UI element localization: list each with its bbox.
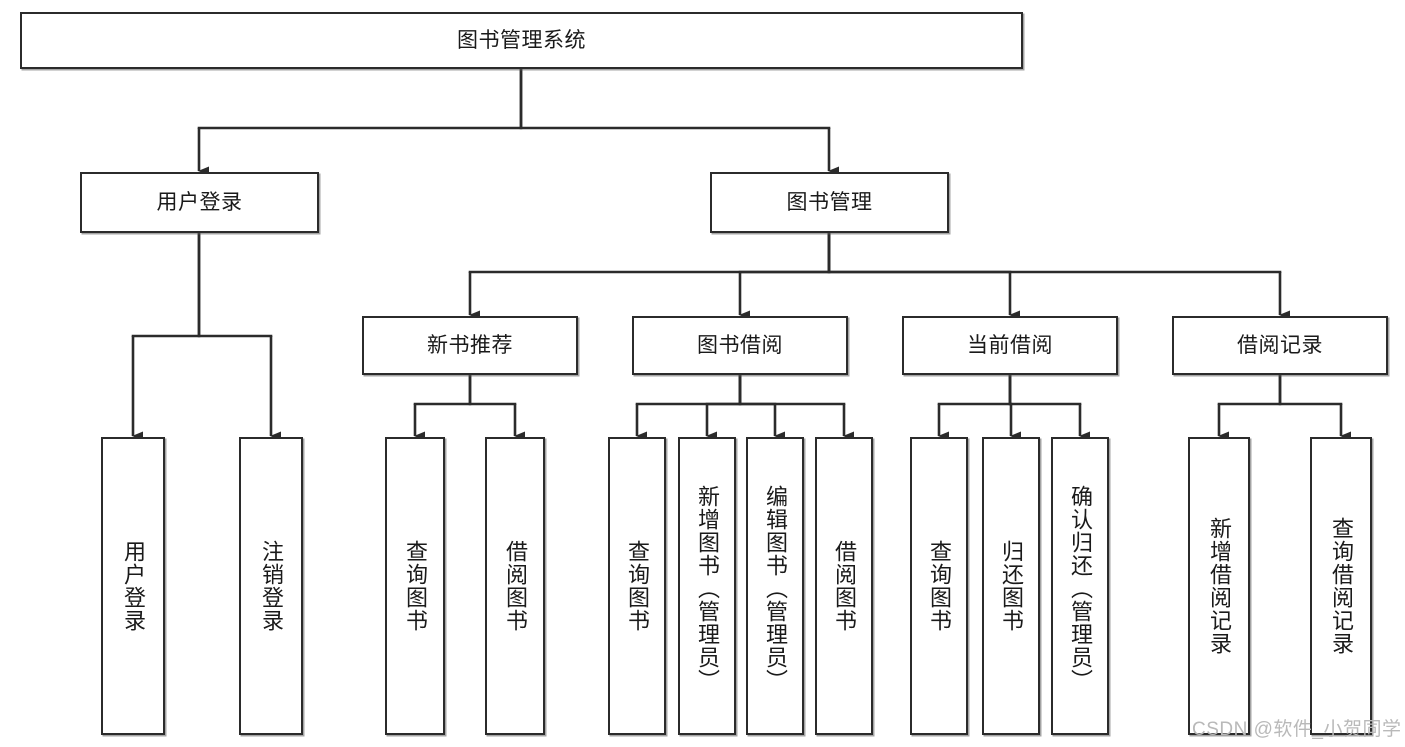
node-new-book-recommend[interactable]: 新书推荐 [362, 316, 578, 375]
node-label: 查询借阅记录 [1328, 517, 1354, 655]
node-label: 新增图书（管理员） [694, 484, 720, 692]
node-label: 图书管理系统 [457, 28, 586, 52]
node-leaf-query-record[interactable]: 查询借阅记录 [1310, 437, 1372, 735]
node-leaf-confirm-return[interactable]: 确认归还（管理员） [1051, 437, 1109, 735]
node-label: 确认归还（管理员） [1067, 484, 1093, 692]
node-leaf-user-login[interactable]: 用户登录 [101, 437, 165, 735]
node-leaf-add-book[interactable]: 新增图书（管理员） [678, 437, 736, 735]
node-label: 新增借阅记录 [1206, 517, 1232, 655]
node-label: 新书推荐 [427, 333, 513, 357]
node-book-manage[interactable]: 图书管理 [710, 172, 949, 233]
node-leaf-logout[interactable]: 注销登录 [239, 437, 303, 735]
node-label: 查询图书 [926, 540, 952, 632]
node-book-borrow[interactable]: 图书借阅 [632, 316, 848, 375]
node-label: 注销登录 [258, 540, 284, 632]
node-leaf-return-book[interactable]: 归还图书 [982, 437, 1040, 735]
node-user-login[interactable]: 用户登录 [80, 172, 319, 233]
node-leaf-borrow-book-2[interactable]: 借阅图书 [815, 437, 873, 735]
node-root[interactable]: 图书管理系统 [20, 12, 1023, 69]
node-label: 查询图书 [402, 540, 428, 632]
node-label: 归还图书 [998, 540, 1024, 632]
node-label: 借阅图书 [831, 540, 857, 632]
node-current-borrow[interactable]: 当前借阅 [902, 316, 1118, 375]
node-leaf-query-book-3[interactable]: 查询图书 [910, 437, 968, 735]
node-leaf-add-record[interactable]: 新增借阅记录 [1188, 437, 1250, 735]
node-leaf-query-book-2[interactable]: 查询图书 [608, 437, 666, 735]
watermark-text: CSDN @软件_小贺同学 [1192, 719, 1402, 740]
node-leaf-edit-book[interactable]: 编辑图书（管理员） [746, 437, 804, 735]
node-borrow-record[interactable]: 借阅记录 [1172, 316, 1388, 375]
node-label: 借阅记录 [1237, 333, 1323, 357]
node-leaf-query-book-1[interactable]: 查询图书 [385, 437, 445, 735]
node-label: 图书借阅 [697, 333, 783, 357]
node-label: 编辑图书（管理员） [762, 484, 788, 692]
node-leaf-borrow-book-1[interactable]: 借阅图书 [485, 437, 545, 735]
node-label: 用户登录 [120, 540, 146, 632]
node-label: 当前借阅 [967, 333, 1053, 357]
node-label: 图书管理 [786, 190, 873, 214]
node-label: 借阅图书 [502, 540, 528, 632]
node-label: 用户登录 [156, 190, 243, 214]
node-label: 查询图书 [624, 540, 650, 632]
